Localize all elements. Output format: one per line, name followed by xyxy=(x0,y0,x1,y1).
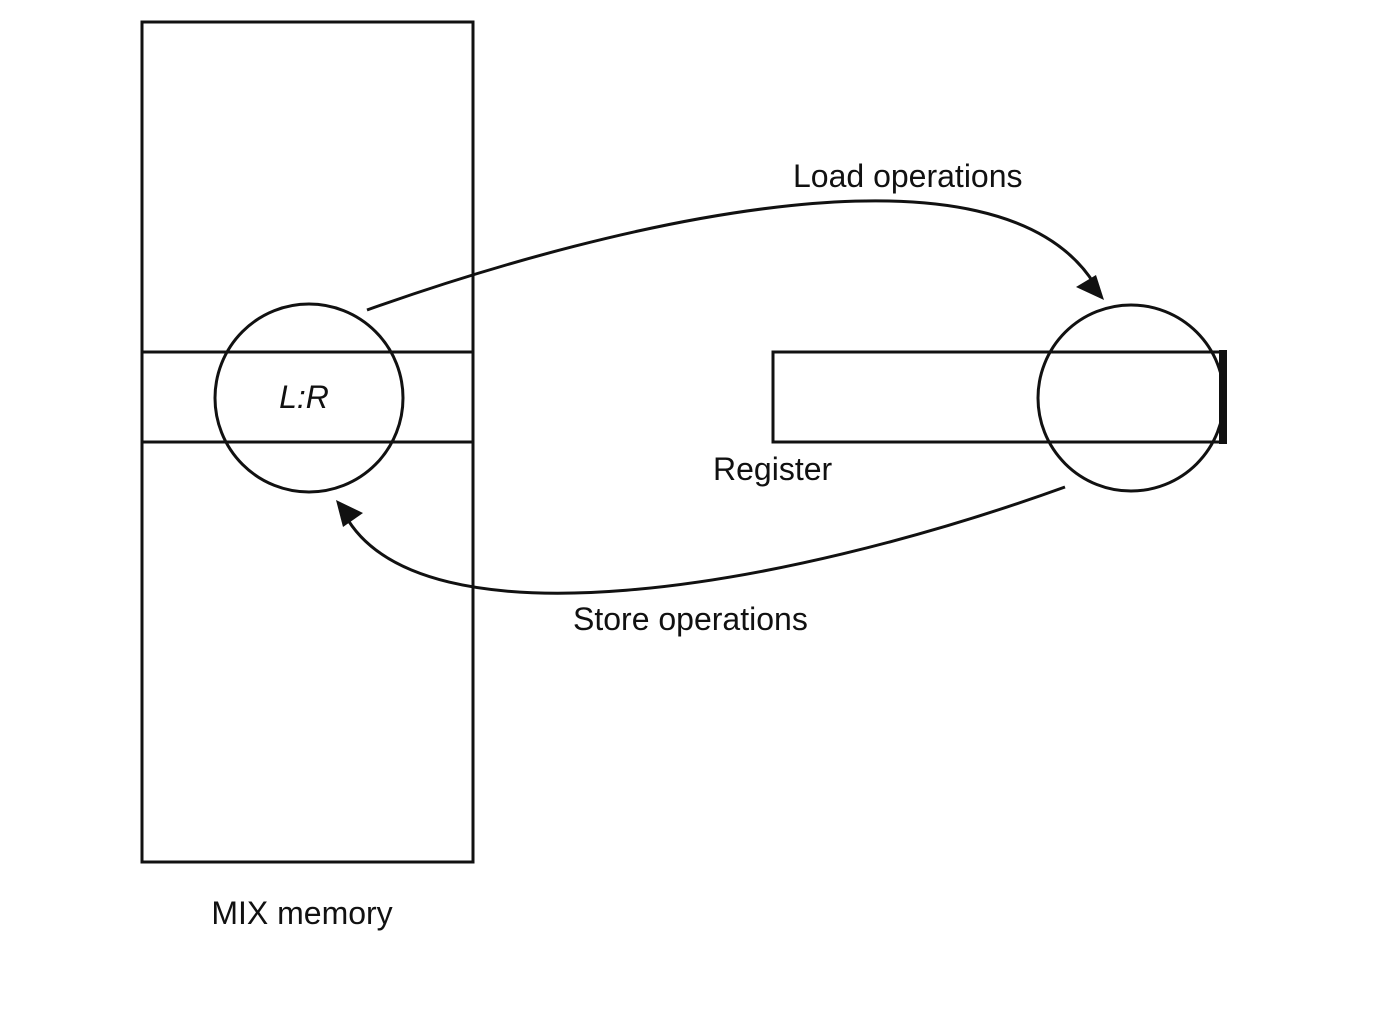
register-rectangle xyxy=(771,350,1227,444)
register-field-circle xyxy=(1036,303,1226,493)
store-arrowhead xyxy=(336,500,363,527)
store-label: Store operations xyxy=(573,601,808,637)
load-arrow-path xyxy=(366,199,1097,312)
store-operations-arrow: Store operations xyxy=(336,485,1066,637)
mix-memory: L:R MIX memory xyxy=(140,20,475,931)
memory-label: MIX memory xyxy=(211,895,392,931)
register: Register xyxy=(713,303,1227,493)
load-arrowhead xyxy=(1076,275,1104,300)
load-label: Load operations xyxy=(793,158,1023,194)
register-label: Register xyxy=(713,451,833,487)
load-operations-arrow: Load operations xyxy=(366,158,1104,312)
store-arrow-path xyxy=(343,485,1066,595)
field-label: L:R xyxy=(279,379,329,415)
memory-field-circle xyxy=(213,302,405,494)
